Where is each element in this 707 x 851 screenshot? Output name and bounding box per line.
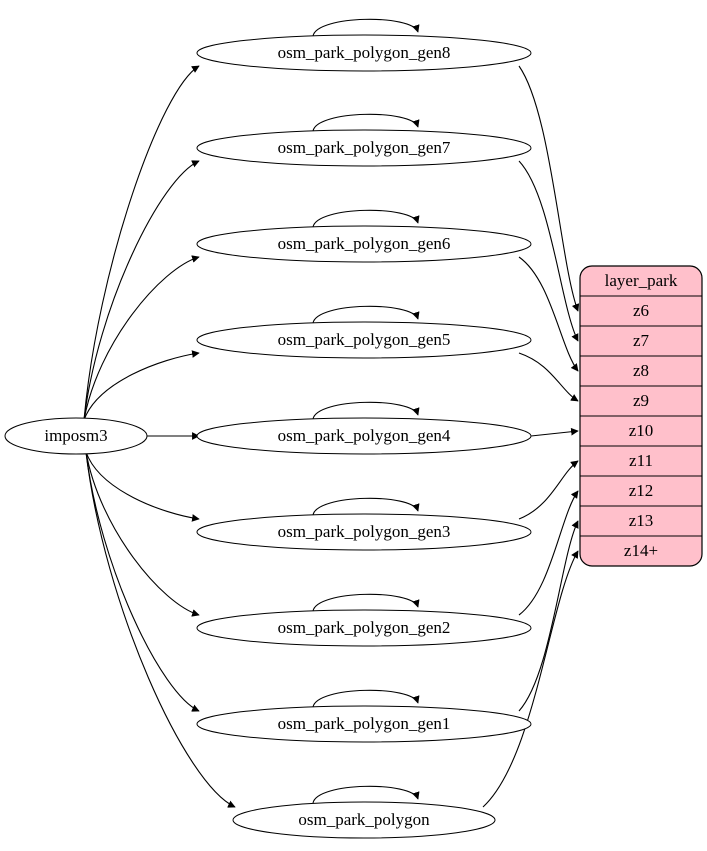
layer-park-table: layer_park z6 z7 z8 z9 z10 z11 z12 z13 z14+ [579, 265, 703, 567]
process-node-gen1[interactable] [196, 705, 532, 743]
process-node-label-gen7: osm_park_polygon_gen7 [278, 138, 451, 157]
edge-gen7-to-z7 [518, 160, 579, 342]
table-header-label: layer_park [605, 271, 678, 290]
process-node-gen8[interactable] [196, 34, 532, 72]
table-row-label: z6 [633, 301, 649, 320]
edge-imposm3-to-gen3 [85, 451, 200, 522]
process-node-label-gen1: osm_park_polygon_gen1 [278, 714, 451, 733]
table-row-label: z10 [629, 421, 654, 440]
table-row-cell[interactable] [580, 385, 702, 417]
self-loop-gen4 [312, 401, 420, 420]
edge-imposm3-to-base [85, 451, 236, 808]
process-node-label-gen3: osm_park_polygon_gen3 [278, 522, 451, 541]
table-row-cell[interactable] [580, 475, 702, 507]
table-row-cell[interactable] [580, 325, 702, 357]
self-loop-base [312, 785, 420, 804]
table-row-label: z12 [629, 481, 654, 500]
source-node-label: imposm3 [44, 426, 107, 445]
table-row-label: z13 [629, 511, 654, 530]
table-row-cell[interactable] [580, 415, 702, 447]
process-node-gen5[interactable] [196, 321, 532, 359]
process-node-gen7[interactable] [196, 129, 532, 167]
process-node-label-gen5: osm_park_polygon_gen5 [278, 330, 451, 349]
edge-base-to-z14plus [482, 550, 579, 808]
table-row-label: z11 [629, 451, 653, 470]
self-loop-gen7 [312, 113, 420, 132]
self-loop-edges [312, 18, 420, 804]
table-row-cell[interactable] [580, 535, 702, 566]
process-node-gen2[interactable] [196, 609, 532, 647]
table-row-label: z14+ [624, 541, 658, 560]
table-row-cell[interactable] [580, 445, 702, 477]
edge-gen6-to-z8 [518, 256, 579, 372]
process-node-base[interactable] [232, 801, 496, 839]
self-loop-gen8 [312, 18, 420, 37]
edge-gen8-to-z6 [518, 65, 580, 312]
process-node-label-gen6: osm_park_polygon_gen6 [278, 234, 451, 253]
process-node-label-gen2: osm_park_polygon_gen2 [278, 618, 451, 637]
edge-imposm3-to-gen5 [83, 350, 200, 421]
edge-imposm3-to-gen7 [83, 160, 200, 421]
edge-gen3-to-z11 [518, 460, 579, 520]
process-node-label-gen8: osm_park_polygon_gen8 [278, 43, 451, 62]
edge-imposm3-to-gen8 [83, 65, 200, 421]
self-loop-gen3 [312, 497, 420, 516]
source-node: imposm3 [4, 417, 148, 455]
source-node-imposm3[interactable] [4, 417, 148, 455]
process-node-gen4[interactable] [196, 417, 532, 455]
process-node-label-base: osm_park_polygon [298, 810, 430, 829]
self-loop-gen5 [312, 305, 420, 324]
edge-gen5-to-z9 [518, 352, 579, 402]
table-row-label: z7 [633, 331, 650, 350]
self-loop-gen2 [312, 593, 420, 612]
edge-imposm3-to-gen2 [85, 451, 200, 617]
self-loop-gen6 [312, 209, 420, 228]
process-nodes: osm_park_polygon_gen8 osm_park_polygon_ge… [196, 34, 532, 839]
table-row-label: z9 [633, 391, 649, 410]
edges-from-imposm3 [83, 65, 236, 808]
table-outline [579, 265, 703, 567]
edges-to-layer-table [482, 65, 580, 808]
table-row-label: z8 [633, 361, 649, 380]
process-node-gen3[interactable] [196, 513, 532, 551]
edge-imposm3-to-gen6 [83, 255, 200, 421]
edge-imposm3-to-gen1 [85, 451, 200, 712]
edge-gen2-to-z12 [518, 490, 579, 616]
edge-gen4-to-z10 [530, 427, 579, 437]
self-loop-gen1 [312, 689, 420, 708]
process-node-label-gen4: osm_park_polygon_gen4 [278, 426, 451, 445]
process-node-gen6[interactable] [196, 225, 532, 263]
edge-gen1-to-z13 [518, 520, 579, 712]
table-row-cell[interactable] [580, 505, 702, 537]
